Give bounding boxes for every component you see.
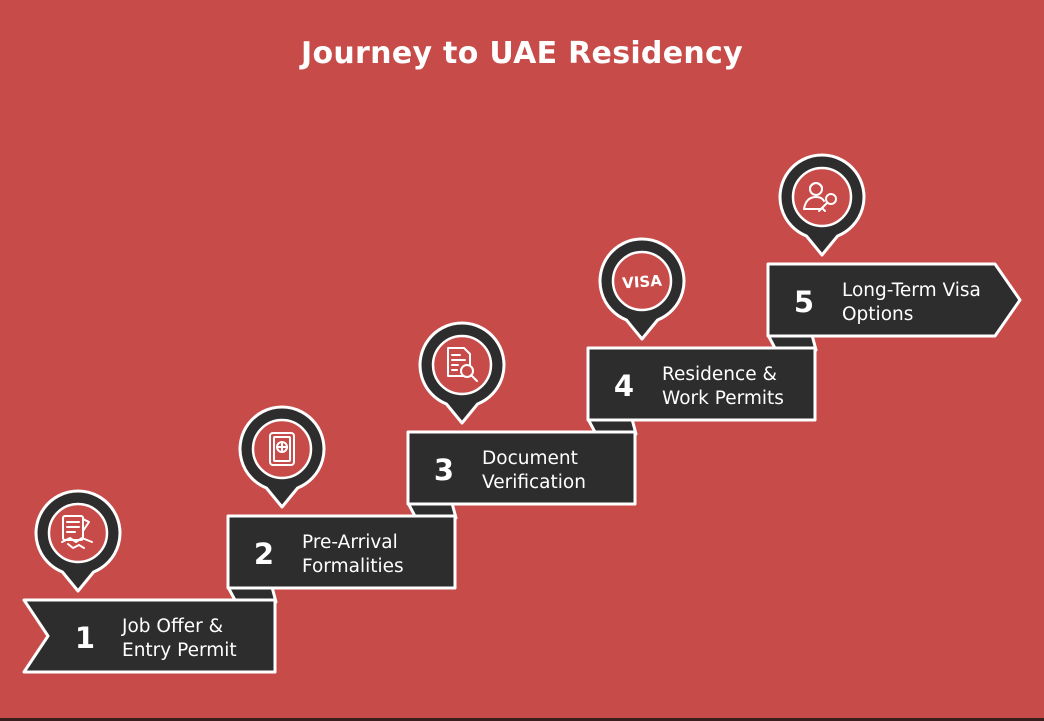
pin-2: [238, 405, 326, 509]
step-label-5-line2: Options: [842, 304, 913, 325]
step-label-1-line2: Entry Permit: [122, 640, 237, 661]
visa-icon: VISA: [622, 272, 663, 293]
step-block-4: [586, 346, 817, 422]
step-label-2-line1: Pre-Arrival: [302, 532, 398, 553]
passport-icon: [269, 432, 295, 466]
step-number-5: 5: [794, 285, 814, 319]
step-number-2: 2: [254, 537, 274, 571]
step-label-4-line1: Residence &: [662, 364, 777, 385]
document-search-icon: [447, 347, 478, 382]
step-block-2: [226, 514, 457, 590]
step-block-5: [766, 262, 1022, 338]
step-number-3: 3: [434, 453, 454, 487]
step-number-4: 4: [614, 369, 634, 403]
contract-handshake-icon: [61, 515, 93, 549]
visa-icon-text: VISA: [622, 272, 663, 293]
step-label-3-line1: Document: [482, 448, 578, 469]
step-block-3: [406, 430, 637, 506]
step-label-4-line2: Work Permits: [662, 388, 784, 409]
step-label-3-line2: Verification: [482, 472, 586, 493]
step-number-1: 1: [75, 621, 95, 655]
person-key-icon: [803, 182, 837, 212]
step-label-2-line2: Formalities: [302, 556, 404, 577]
step-block-1: [22, 598, 277, 674]
pin-4: VISA: [598, 237, 686, 341]
pin-3: [418, 321, 506, 425]
page-title: Journey to UAE Residency: [301, 36, 743, 71]
pin-1: [34, 489, 122, 593]
step-label-5-line1: Long-Term Visa: [842, 280, 981, 301]
pin-5: [778, 153, 866, 257]
step-label-1-line1: Job Offer &: [121, 616, 223, 637]
bottom-border: [0, 718, 1044, 721]
